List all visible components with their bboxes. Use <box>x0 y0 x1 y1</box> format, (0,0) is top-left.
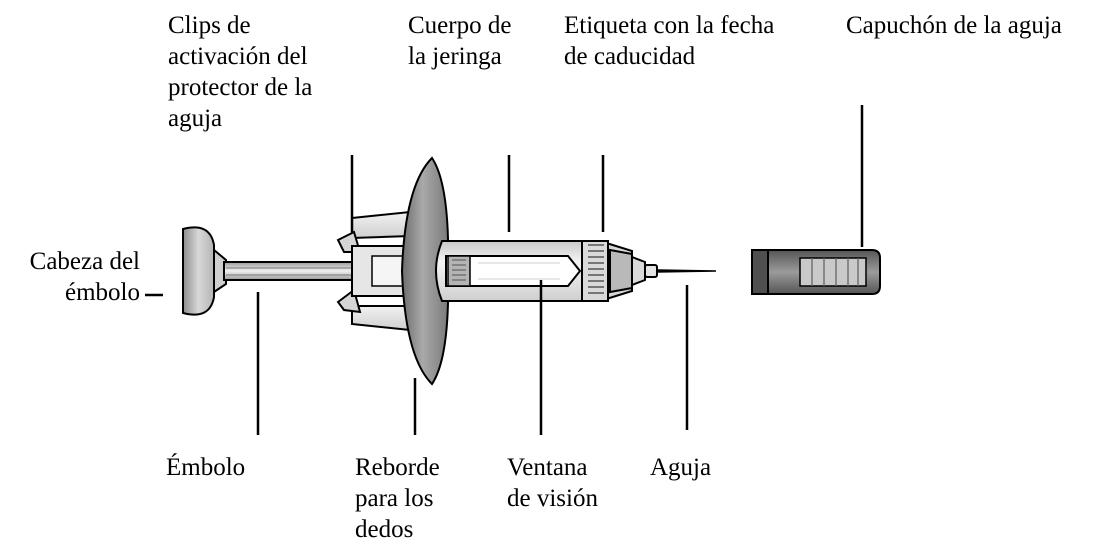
label-ventana: Ventana de visión <box>507 454 598 512</box>
label-etiqueta: Etiqueta con la fecha de caducidad <box>564 12 775 70</box>
needle-cap <box>751 249 881 295</box>
label-cuerpo: Cuerpo de la jeringa <box>408 12 512 70</box>
label-cabeza: Cabeza del émbolo <box>29 248 140 306</box>
plunger-head <box>182 226 227 316</box>
finger-flange <box>400 156 450 386</box>
label-capuchon: Capuchón de la aguja <box>846 12 1062 39</box>
label-reborde: Reborde para los dedos <box>355 454 440 543</box>
needle <box>656 269 717 273</box>
label-embolo: Émbolo <box>166 454 246 481</box>
leader-lines <box>145 105 864 435</box>
label-aguja: Aguja <box>650 454 712 481</box>
label-clips: Clips de activación del protector de la … <box>168 12 313 132</box>
viewing-window <box>445 255 582 287</box>
